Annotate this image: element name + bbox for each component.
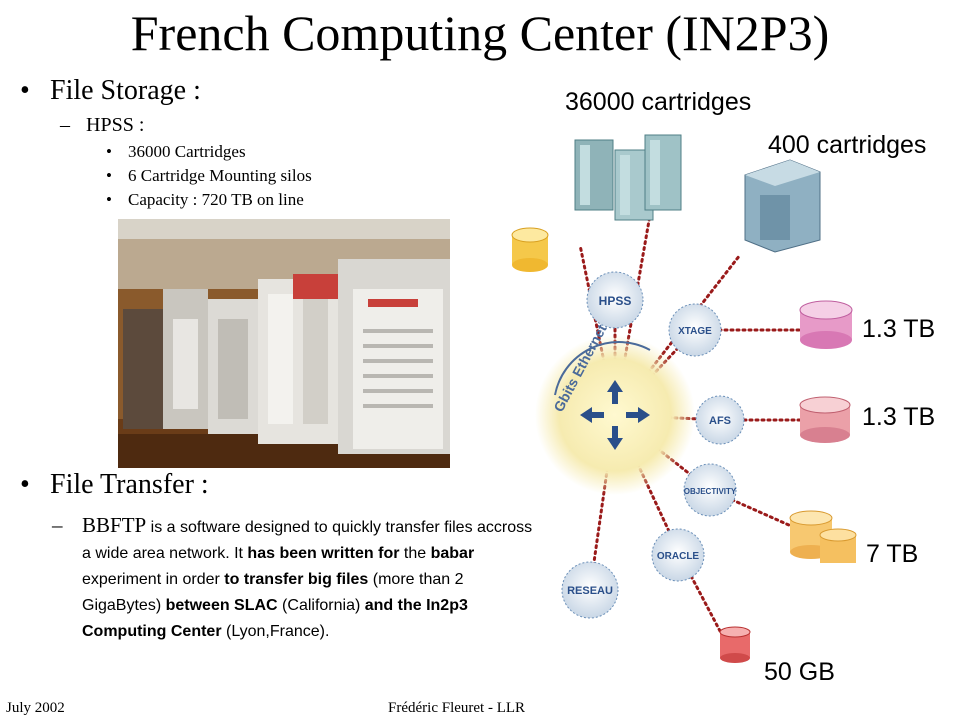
storage-item: • 6 Cartridge Mounting silos — [106, 165, 312, 187]
disk-icon — [719, 626, 751, 663]
tape-library-icon — [744, 159, 821, 253]
bbftp-term: BBFTP — [82, 513, 147, 537]
transfer-heading: • File Transfer : — [20, 468, 209, 502]
transfer-heading-text: File Transfer : — [50, 469, 209, 500]
label-disk-1-3tb: 1.3 TB — [862, 403, 936, 431]
oracle-node-label: ORACLE — [657, 551, 700, 562]
transfer-description: BBFTP is a software designed to quickly … — [82, 512, 540, 645]
afs-node-label: AFS — [709, 415, 731, 427]
slide-title: French Computing Center (IN2P3) — [130, 5, 830, 61]
disk-icon — [799, 396, 851, 443]
text-run: (more than 2 GigaBytes) — [82, 571, 464, 614]
xtage-node: XTAGE — [668, 303, 722, 357]
ethernet-hub-glow — [535, 335, 695, 495]
label-36000-cartridges: 36000 cartridges — [565, 88, 752, 116]
objectivity-node-label: OBJECTIVITY — [684, 487, 737, 496]
network-diagram: Gbits Ethernet — [511, 134, 857, 663]
hpss-node-label: HPSS — [599, 294, 632, 308]
disk-icon — [799, 300, 853, 349]
storage-item: • 36000 Cartridges — [106, 141, 246, 163]
text-run: the — [399, 545, 431, 562]
bullet: • — [20, 75, 30, 106]
bullet: • — [20, 469, 30, 500]
reseau-node: RESEAU — [561, 561, 619, 619]
hpss-silo-icon — [574, 134, 682, 221]
bullet: • — [106, 190, 112, 209]
text-run-bold: to transfer big files — [224, 571, 369, 588]
storage-heading: • File Storage : — [20, 74, 201, 108]
storage-item-text: 6 Cartridge Mounting silos — [128, 166, 312, 185]
footer-author: Frédéric Fleuret - LLR — [388, 700, 526, 716]
label-400-cartridges: 400 cartridges — [768, 131, 927, 159]
hpss-subheading-text: HPSS : — [86, 114, 145, 136]
afs-node: AFS — [695, 395, 745, 445]
text-run-bold: between SLAC — [165, 597, 278, 614]
text-run-bold: and the In2p3 Computing Center — [82, 597, 468, 640]
text-run-bold: babar — [430, 545, 475, 562]
bullet: • — [106, 142, 112, 161]
disk-icon — [789, 510, 857, 563]
footer-date: July 2002 — [6, 700, 65, 716]
label-disk-7tb: 7 TB — [866, 540, 919, 568]
label-disk-50gb: 50 GB — [764, 658, 835, 686]
text-run: (California) — [277, 597, 365, 614]
storage-item-text: Capacity : 720 TB on line — [128, 190, 304, 209]
hpss-subheading: –HPSS : — [60, 113, 144, 137]
disk-icon — [511, 227, 549, 272]
text-run-bold: has been written for — [247, 545, 400, 562]
bullet: • — [106, 166, 112, 185]
storage-item: • Capacity : 720 TB on line — [106, 189, 304, 211]
objectivity-node: OBJECTIVITY — [683, 463, 737, 517]
hpss-node: HPSS — [586, 271, 644, 329]
text-run: is a software designed to quickly transf… — [82, 519, 533, 562]
computer-room-photo — [118, 219, 450, 468]
dash: – — [52, 513, 63, 537]
xtage-node-label: XTAGE — [678, 326, 712, 337]
storage-item-text: 36000 Cartridges — [128, 142, 246, 161]
text-run: (Lyon,France). — [221, 623, 330, 640]
label-disk-1-3tb: 1.3 TB — [862, 315, 936, 343]
reseau-node-label: RESEAU — [567, 585, 613, 597]
text-run: experiment in order — [82, 571, 225, 588]
dash: – — [60, 114, 70, 136]
storage-heading-text: File Storage : — [50, 75, 201, 106]
oracle-node: ORACLE — [651, 528, 705, 582]
